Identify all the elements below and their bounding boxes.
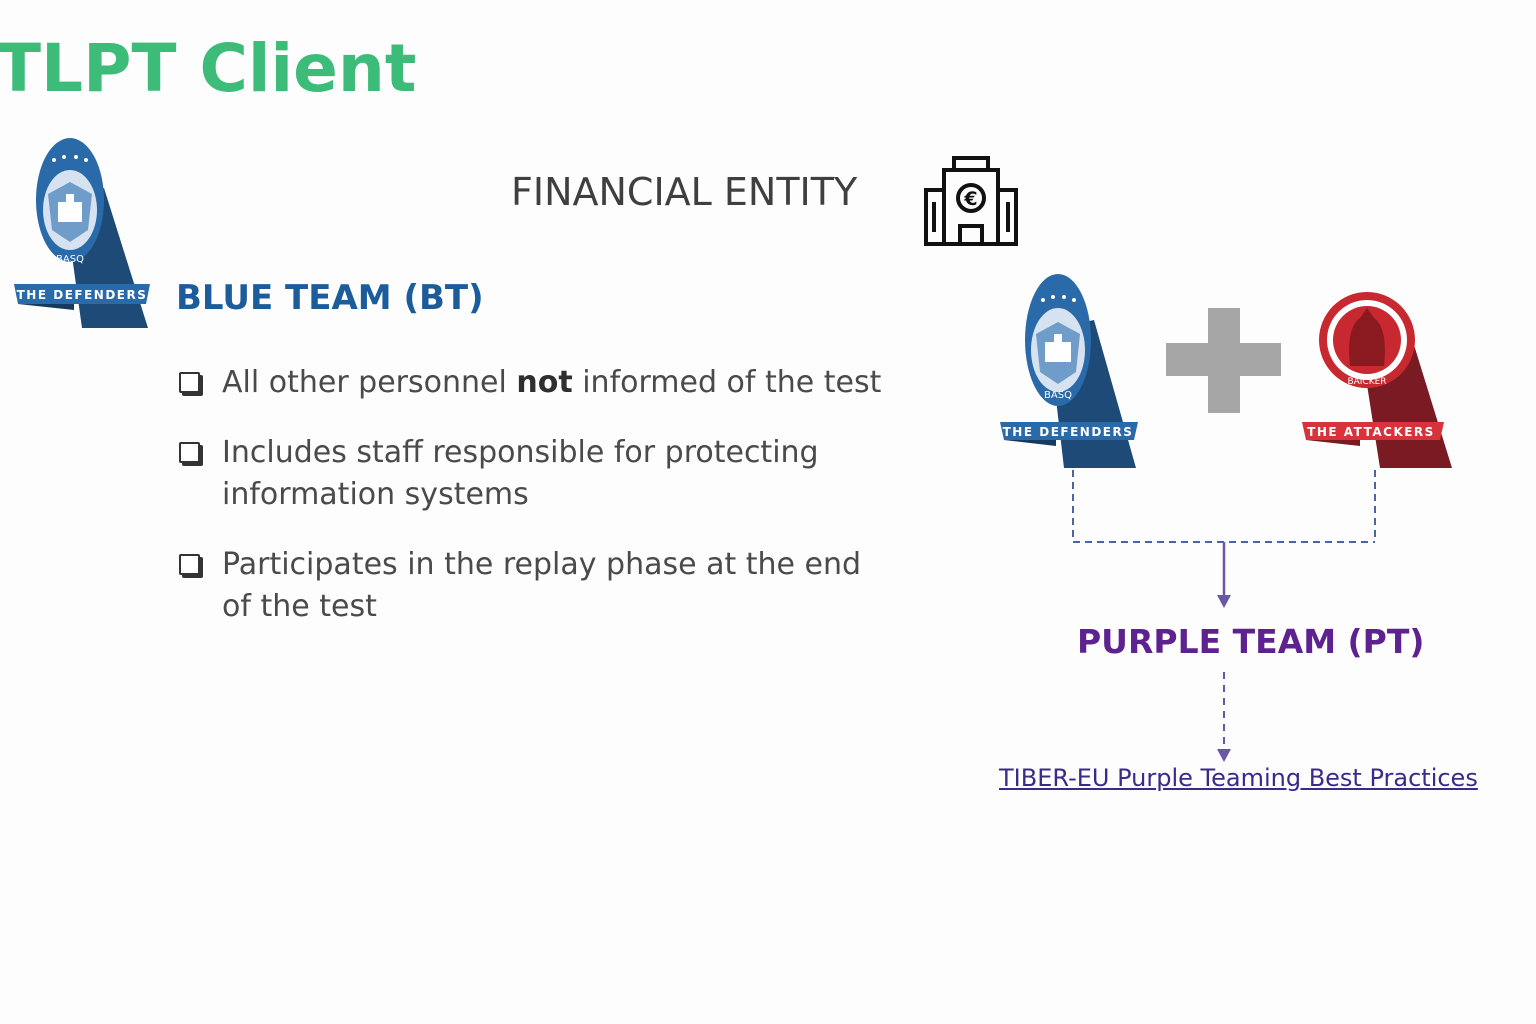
diagram-attackers-badge: BAICKER THE ATTACKERS [1302,292,1452,468]
bullet-item: All other personnel not informed of the … [176,362,896,404]
blue-team-bullets: All other personnel not informed of the … [176,362,896,628]
diagram-defenders-ribbon: THE DEFENDERS [1003,425,1134,439]
checkbox-icon [179,442,200,463]
checkbox-icon [179,372,200,393]
diagram-defenders-badge: BASQ THE DEFENDERS [1000,274,1138,468]
page-title: TLPT Client [0,30,417,107]
purple-team-heading: PURPLE TEAM (PT) [1077,622,1425,661]
financial-entity-label: FINANCIAL ENTITY [511,170,858,214]
bank-building-euro-icon: € [922,154,1020,254]
defenders-ribbon: THE DEFENDERS [17,288,148,302]
bullet-text: Includes staff responsible for protectin… [222,435,819,470]
bullet-item: Participates in the replay phase at the … [176,544,896,628]
diagram-attackers-arc: BAICKER [1347,377,1386,387]
defenders-badge-arc: BASQ [56,254,84,265]
team-connector [1072,470,1376,543]
bullet-text: All other personnel [222,365,517,400]
bullet-emphasis: not [516,365,573,400]
bullet-text: information systems [222,477,529,512]
plus-icon [1166,308,1281,413]
diagram-defenders-arc: BASQ [1044,390,1072,401]
svg-text:€: € [963,188,977,210]
tiber-eu-best-practices-link[interactable]: TIBER-EU Purple Teaming Best Practices [999,764,1478,792]
bullet-item: Includes staff responsible for protectin… [176,432,896,516]
bullet-text: informed of the test [572,365,882,400]
blue-team-heading: BLUE TEAM (BT) [176,278,484,318]
arrow-to-purple-team [1217,542,1231,608]
defenders-badge: BASQ THE DEFENDERS [14,138,154,330]
bullet-text: of the test [222,589,377,624]
bullet-text: Participates in the replay phase at the … [222,547,862,582]
checkbox-icon [179,554,200,575]
diagram-attackers-ribbon: THE ATTACKERS [1307,425,1435,439]
arrow-to-best-practices [1217,672,1231,762]
